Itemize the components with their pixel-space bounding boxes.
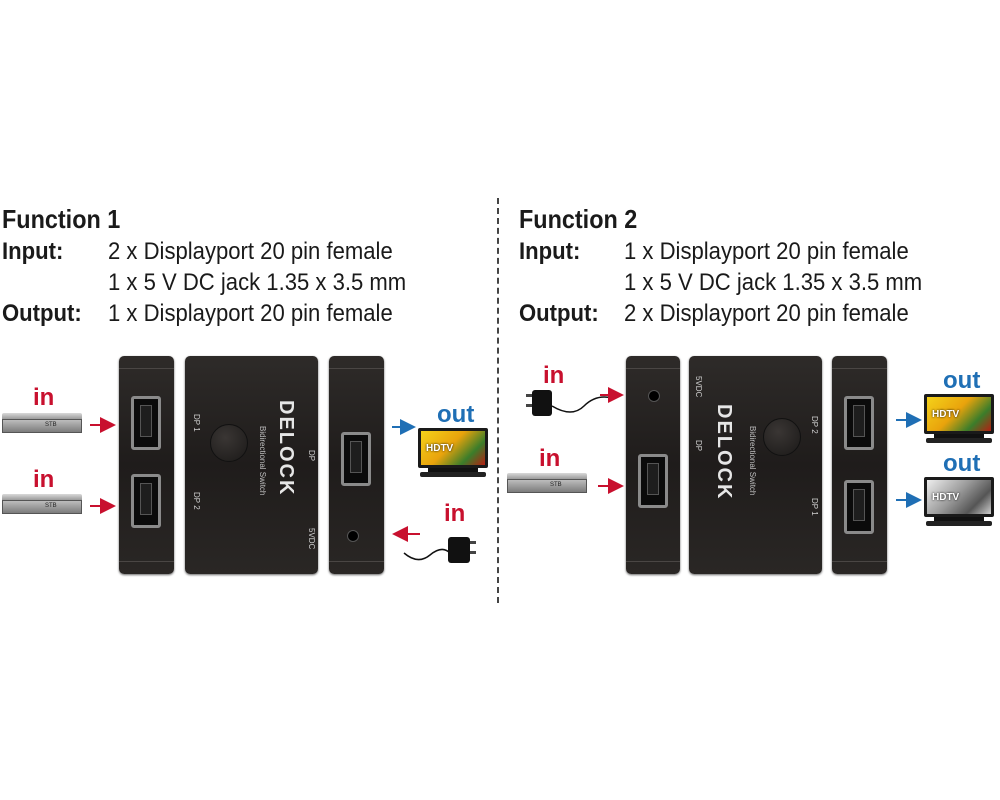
switch-body-1: DP 1 DP 2 DP 5VDC DELOCK Bidirectional S…	[185, 356, 318, 574]
dp-port-out	[341, 432, 371, 486]
in-label-power-2: in	[543, 362, 565, 389]
stb-label: STB	[45, 503, 57, 509]
function1-input-line-2: 1 x 5 V DC jack 1.35 x 3.5 mm	[108, 269, 407, 296]
dc-jack	[347, 530, 359, 542]
hdtv-1: HDTV	[418, 428, 488, 480]
switch-button	[210, 424, 248, 462]
in-label-stb-2: in	[33, 466, 55, 493]
stb-label: STB	[550, 482, 562, 488]
function2-input-line-2: 1 x 5 V DC jack 1.35 x 3.5 mm	[624, 269, 923, 296]
out-label-2: out	[943, 450, 981, 477]
hdtv-label: HDTV	[932, 409, 960, 420]
hdtv-2: HDTV	[924, 394, 994, 446]
dp-port-in	[638, 454, 668, 508]
in-label-stb: in	[539, 445, 561, 472]
in-label-power: in	[444, 500, 466, 527]
switch-right-panel-2	[832, 356, 887, 574]
function1-input-line-1: 2 x Displayport 20 pin female	[108, 238, 393, 265]
power-adapter-icon-2	[526, 390, 613, 416]
switch-button-2	[763, 418, 801, 456]
function1-input-label: Input:	[2, 238, 64, 265]
set-top-box-2: STB	[2, 494, 82, 516]
switch-left-panel-2	[626, 356, 680, 574]
hdtv-3: HDTV	[924, 477, 994, 529]
function1-title: Function 1	[2, 204, 121, 234]
function2-input-label: Input:	[519, 238, 581, 265]
function1-output-line-1: 1 x Displayport 20 pin female	[108, 300, 393, 327]
hdtv-label: HDTV	[426, 443, 454, 454]
in-label-stb-1: in	[33, 384, 55, 411]
function2-output-line-1: 2 x Displayport 20 pin female	[624, 300, 909, 327]
dp-port-1	[131, 396, 161, 450]
switch-right-panel	[329, 356, 384, 574]
switch-left-panel	[119, 356, 174, 574]
function1-output-label: Output:	[2, 300, 82, 327]
function2-title: Function 2	[519, 204, 638, 234]
stb-label: STB	[45, 422, 57, 428]
hdtv-label: HDTV	[932, 492, 960, 503]
function2-output-label: Output:	[519, 300, 599, 327]
dp-port-out-2	[844, 396, 874, 450]
dp-port-2	[131, 474, 161, 528]
section-divider	[497, 198, 499, 603]
dp-port-out-1	[844, 480, 874, 534]
out-label-1: out	[943, 367, 981, 394]
out-label: out	[437, 401, 475, 428]
switch-body-2: 5VDC DP DP 2 DP 1 DELOCK Bidirectional S…	[689, 356, 822, 574]
power-adapter-icon	[403, 537, 476, 563]
set-top-box-3: STB	[507, 473, 587, 495]
function2-input-line-1: 1 x Displayport 20 pin female	[624, 238, 909, 265]
set-top-box-1: STB	[2, 413, 82, 435]
dc-jack-2	[648, 390, 660, 402]
